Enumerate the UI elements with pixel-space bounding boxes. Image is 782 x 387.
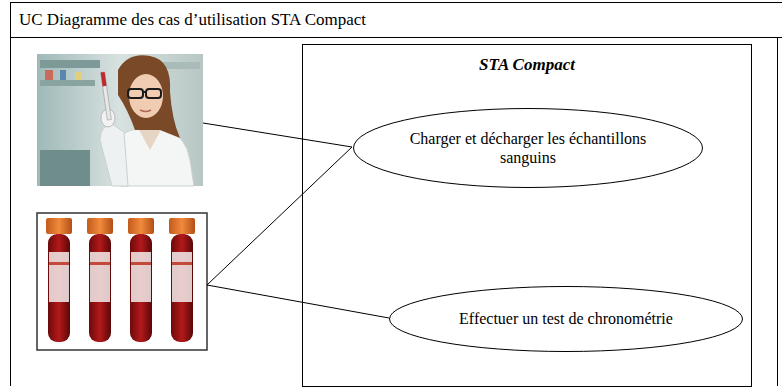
scientist-photo <box>37 54 203 186</box>
system-name: STA Compact <box>303 55 751 75</box>
association-line <box>203 123 352 147</box>
use-case-ellipse: Effectuer un test de chronométrie <box>389 286 743 352</box>
blood-tubes-photo <box>37 213 207 350</box>
ellipse-outline <box>353 108 703 188</box>
diagram-title: UC Diagramme des cas d’utilisation STA C… <box>10 2 782 38</box>
use-case-ellipse: Charger et décharger les échantillons sa… <box>353 108 703 188</box>
association-line <box>207 285 389 318</box>
association-line <box>207 147 352 285</box>
system-boundary: STA CompactCharger et décharger les écha… <box>302 44 752 387</box>
use-case-label: Charger et décharger les échantillons sa… <box>406 129 651 167</box>
use-case-label: Effectuer un test de chronométrie <box>459 309 673 328</box>
